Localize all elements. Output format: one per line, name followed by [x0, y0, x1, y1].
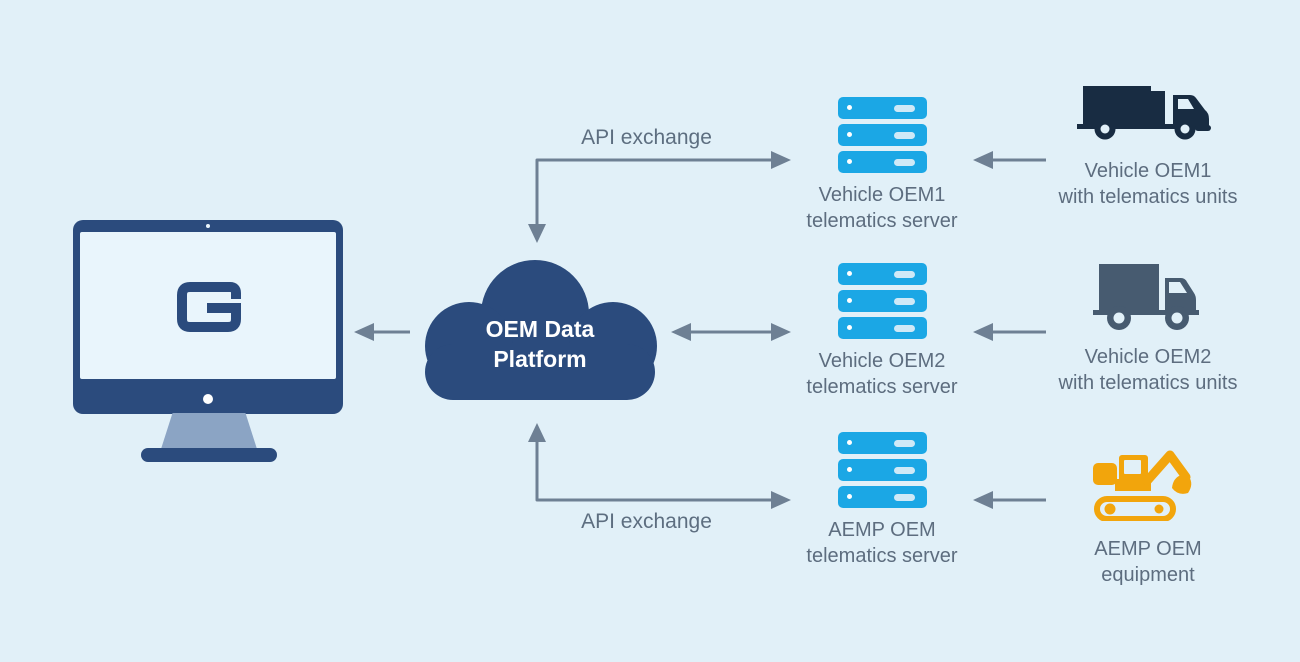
- endpoint-oem1-label: Vehicle OEM1 with telematics units: [1053, 158, 1243, 210]
- server-label-line2: telematics server: [806, 545, 958, 567]
- server-unit: [838, 124, 927, 146]
- server-label-line1: Vehicle OEM1: [818, 184, 946, 206]
- monitor-camera-dot: [206, 224, 210, 228]
- server-drive-slot: [894, 158, 915, 166]
- server-drive-slot: [894, 324, 915, 332]
- cloud-icon: [425, 260, 657, 400]
- server-unit: [838, 432, 927, 454]
- endpoint-label-line2: with telematics units: [1058, 186, 1238, 208]
- api-exchange-label-bottom: API exchange: [581, 510, 712, 533]
- server-aemp-label: AEMP OEM telematics server: [787, 517, 977, 569]
- server-drive-slot: [894, 493, 915, 501]
- server-led-dot: [847, 159, 852, 164]
- server-led-dot: [847, 440, 852, 445]
- cloud-title-line1: OEM Data: [485, 316, 595, 342]
- g-logo-icon: [177, 282, 241, 332]
- server-stack-aemp-icon: [838, 432, 927, 508]
- server-led-dot: [847, 271, 852, 276]
- server-unit: [838, 151, 927, 173]
- server-drive-slot: [894, 466, 915, 474]
- endpoint-aemp-label: AEMP OEM equipment: [1053, 536, 1243, 588]
- server-drive-slot: [894, 270, 915, 278]
- server-led-dot: [847, 467, 852, 472]
- server-label-line2: telematics server: [806, 210, 958, 232]
- excavator-icon: [1093, 450, 1192, 521]
- server-label-line1: Vehicle OEM2: [818, 350, 946, 372]
- server-drive-slot: [894, 104, 915, 112]
- server-stack-oem1-icon: [838, 97, 927, 173]
- server-oem1-label: Vehicle OEM1 telematics server: [787, 182, 977, 234]
- server-led-dot: [847, 132, 852, 137]
- server-led-dot: [847, 105, 852, 110]
- server-drive-slot: [894, 439, 915, 447]
- server-unit: [838, 459, 927, 481]
- server-unit: [838, 97, 927, 119]
- server-drive-slot: [894, 131, 915, 139]
- endpoint-oem2-label: Vehicle OEM2 with telematics units: [1053, 344, 1243, 396]
- oem-data-platform-cloud: OEM Data Platform: [423, 258, 657, 400]
- server-drive-slot: [894, 297, 915, 305]
- endpoint-label-line1: Vehicle OEM2: [1084, 346, 1212, 368]
- server-led-dot: [847, 298, 852, 303]
- server-label-line2: telematics server: [806, 376, 958, 398]
- server-label-line1: AEMP OEM: [828, 519, 936, 541]
- endpoint-label-line2: equipment: [1101, 564, 1195, 586]
- monitor-stand: [161, 413, 257, 449]
- endpoint-label-line2: with telematics units: [1058, 372, 1238, 394]
- monitor-chin-dot: [203, 394, 213, 404]
- server-led-dot: [847, 325, 852, 330]
- api-exchange-label-top: API exchange: [581, 126, 712, 149]
- server-oem2-label: Vehicle OEM2 telematics server: [787, 348, 977, 400]
- server-unit: [838, 317, 927, 339]
- server-unit: [838, 263, 927, 285]
- cloud-title-line2: Platform: [493, 346, 587, 372]
- cloud-title: OEM Data Platform: [423, 314, 657, 374]
- server-stack-oem2-icon: [838, 263, 927, 339]
- monitor-base: [141, 448, 277, 462]
- endpoint-label-line1: Vehicle OEM1: [1084, 160, 1212, 182]
- server-unit: [838, 486, 927, 508]
- server-led-dot: [847, 494, 852, 499]
- endpoint-label-line1: AEMP OEM: [1094, 538, 1202, 560]
- truck-dark-icon: [1077, 86, 1211, 140]
- server-unit: [838, 290, 927, 312]
- truck-gray-icon: [1093, 264, 1199, 330]
